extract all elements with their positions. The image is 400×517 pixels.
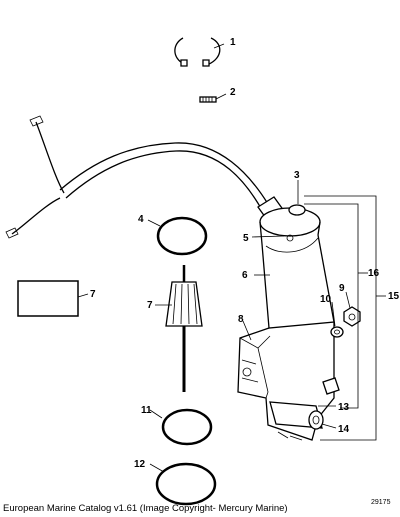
o-ring-lower (161, 408, 213, 446)
retaining-clips (174, 37, 221, 67)
callout-3: 5 (243, 233, 249, 244)
bracket-part-2 (304, 203, 359, 409)
o-ring-upper (156, 216, 208, 256)
callout-6: 3 (294, 170, 300, 181)
callout-13: 12 (134, 459, 146, 470)
bracket-part-1 (304, 195, 377, 441)
callout-2: 16 (368, 268, 380, 279)
callout-16: 10 (320, 294, 332, 305)
armature (165, 265, 203, 392)
nut-and-washer (330, 306, 361, 338)
callout-1: 15 (388, 291, 400, 302)
small-screw (199, 96, 217, 103)
wire-harness (5, 115, 285, 239)
figure-number: 29175 (371, 499, 391, 506)
callout-labels: 1 2 3 4 5 6 7 7 8 9 10 11 12 13 14 15 16 (90, 37, 400, 470)
callout-7-upper: 4 (138, 214, 144, 225)
o-ring-large (155, 462, 217, 506)
callout-9: 8 (238, 314, 244, 325)
callout-8: 7 (147, 300, 153, 311)
label-plate (17, 280, 79, 317)
callout-5: 2 (230, 87, 236, 98)
callout-7-lower: 11 (141, 405, 152, 416)
motor-assembly (237, 204, 340, 441)
catalog-caption: European Marine Catalog v1.61 (Image Cop… (3, 503, 288, 514)
leader-lines (77, 43, 386, 473)
callout-15: 9 (339, 283, 345, 294)
callout-14: 14 (338, 424, 350, 435)
callout-4: 1 (230, 37, 236, 48)
callout-11: 6 (242, 270, 248, 281)
callout-10: 7 (90, 289, 96, 300)
callout-12: 13 (338, 402, 350, 413)
